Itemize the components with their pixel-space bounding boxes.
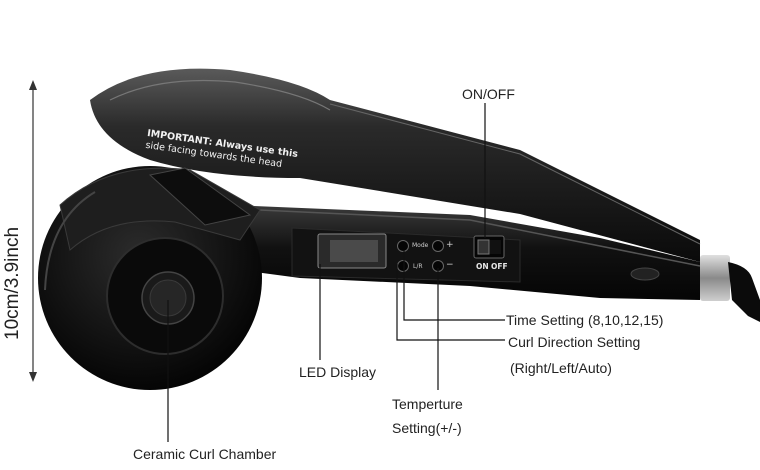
minus-button-label: − (446, 260, 454, 270)
dimension-label: 10cm/3.9inch (2, 226, 23, 340)
temperature-callout-line-2: Setting(+/-) (392, 420, 462, 436)
lr-button-label: L/R (413, 263, 423, 270)
mode-button-label: Mode (412, 242, 429, 249)
plus-button-label: + (446, 240, 454, 250)
curler-lid (90, 68, 701, 262)
led-display-screen (317, 233, 387, 269)
curl-direction-options: (Right/Left/Auto) (510, 360, 612, 376)
power-switch (473, 235, 505, 259)
switch-on-label: ON (476, 262, 489, 271)
dimension-arrow (29, 80, 37, 382)
leader-lines (167, 103, 505, 442)
control-buttons (397, 240, 444, 272)
led-display-callout: LED Display (299, 364, 377, 380)
curl-chamber-callout: Ceramic Curl Chamber (133, 446, 277, 462)
swivel-cord (700, 255, 760, 322)
time-setting-callout: Time Setting (8,10,12,15) (506, 312, 664, 328)
on-off-callout: ON/OFF (462, 86, 515, 102)
switch-off-label: OFF (491, 262, 508, 271)
curl-chamber (38, 166, 262, 390)
temperature-callout-line-1: Temperture (392, 396, 463, 412)
curl-direction-callout: Curl Direction Setting (508, 334, 641, 350)
